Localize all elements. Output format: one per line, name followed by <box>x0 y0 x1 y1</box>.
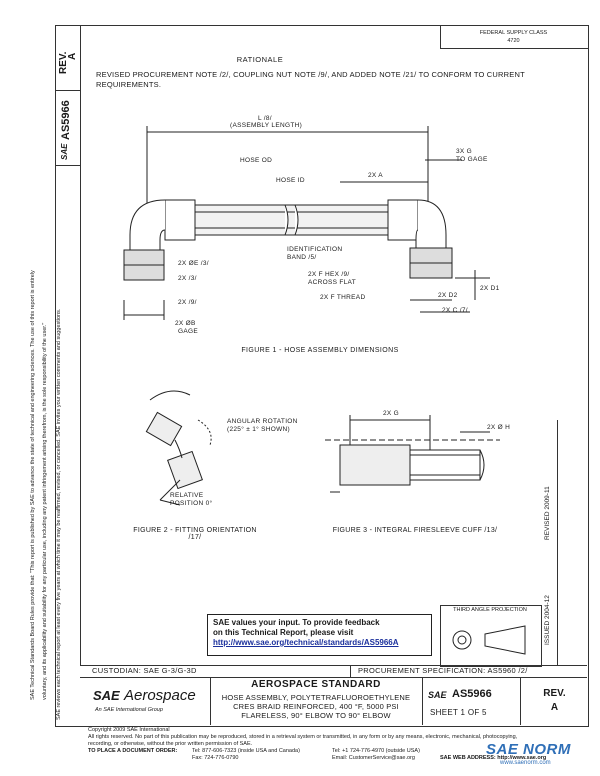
figure3-caption: FIGURE 3 - INTEGRAL FIRESLEEVE CUFF /13/ <box>332 527 498 534</box>
title-block-top-rule <box>80 665 587 666</box>
footer-email[interactable]: Email: CustomerService@sae.org <box>332 755 415 761</box>
sheet-number: SHEET 1 OF 5 <box>430 708 487 717</box>
rev-label: REV. <box>543 688 566 699</box>
figure2-caption: FIGURE 2 - FITTING ORIENTATION /17/ <box>133 527 257 541</box>
fig1-label-l: L /8/ <box>258 115 272 122</box>
right-column-divider <box>557 420 558 665</box>
footer-rights: All rights reserved. No part of this pub… <box>88 734 518 740</box>
watermark-brand: SAE NORM <box>486 741 571 758</box>
fig2-position: POSITION 0° <box>170 500 213 507</box>
fig1-label-2x-d1: 2X D1 <box>480 285 500 292</box>
footer-tel1: Tel: 877-606-7323 (inside USA and Canada… <box>192 748 300 754</box>
rationale-text: REVISED PROCUREMENT NOTE /2/, COUPLING N… <box>96 70 525 89</box>
left-column-divider <box>80 25 81 665</box>
title-block-divider-1 <box>210 677 211 725</box>
fig1-label-to-gage: TO GAGE <box>456 156 488 163</box>
feedback-line-1: SAE values your input. To provide feedba… <box>213 618 380 627</box>
brand-aerospace: Aerospace <box>124 687 196 704</box>
feedback-link[interactable]: http://www.sae.org/technical/standards/A… <box>213 638 399 647</box>
third-angle-label: THIRD ANGLE PROJECTION <box>453 607 527 613</box>
rationale-heading: RATIONALE <box>236 55 284 64</box>
title-block-mid-rule <box>80 677 587 678</box>
fig3-label-2x-g: 2X G <box>383 410 400 417</box>
footer-copyright: Copyright 2009 SAE International <box>88 727 170 733</box>
footer-web[interactable]: SAE WEB ADDRESS: http://www.sae.org <box>440 755 547 761</box>
fig1-label-gage: GAGE <box>178 328 198 335</box>
fig2-relative: RELATIVE <box>170 492 204 499</box>
feedback-line-2: on this Technical Report, please visit <box>213 628 354 637</box>
custodian: CUSTODIAN: SAE G-3/G-3D <box>92 666 197 675</box>
feedback-box: SAE values your input. To provide feedba… <box>207 614 432 656</box>
brand-subtitle: An SAE International Group <box>95 707 163 713</box>
footer-rights-2: recording, or otherwise, without the pri… <box>88 741 253 747</box>
title-line-2: CRES BRAID REINFORCED, 400 °F, 5000 PSI <box>233 702 399 711</box>
fig1-label-hose-od: HOSE OD <box>240 157 273 164</box>
fig2-angular-value: (225° ± 1° SHOWN) <box>227 426 290 433</box>
fig1-label-2x-3: 2X /3/ <box>178 275 197 282</box>
footer-fax: Fax: 724-776-0790 <box>192 755 239 761</box>
doc-number: AS5966 <box>452 688 492 700</box>
rev-value: A <box>550 702 559 713</box>
fig1-label-2x-a: 2X A <box>368 172 383 179</box>
supply-class-label: FEDERAL SUPPLY CLASS <box>479 30 548 36</box>
fig2-angular-rotation: ANGULAR ROTATION <box>227 418 298 425</box>
title-line-1: HOSE ASSEMBLY, POLYTETRAFLUOROETHYLENE <box>221 693 411 702</box>
fig1-label-across-flat: ACROSS FLAT <box>308 279 356 286</box>
fig1-label-3x-g: 3X G <box>456 148 473 155</box>
fig1-label-hose-id: HOSE ID <box>276 177 305 184</box>
rev-box-divider <box>55 90 80 91</box>
fig1-label-identification: IDENTIFICATION <box>287 246 343 253</box>
title-block-divider-3 <box>520 677 521 725</box>
supply-class-value: 4720 <box>507 38 520 44</box>
fig1-label-2x-b: 2X ØB <box>175 320 196 327</box>
fig1-label-2x-9: 2X /9/ <box>178 299 197 306</box>
title-block-divider-2 <box>422 677 423 725</box>
standard-heading: AEROSPACE STANDARD <box>251 679 381 690</box>
supply-class-box <box>440 25 589 49</box>
fig1-label-2x-c: 2X C /7/ <box>442 307 468 314</box>
procurement-spec: PROCUREMENT SPECIFICATION: AS5960 /2/ <box>358 666 528 675</box>
fig1-label-band: BAND /5/ <box>287 254 317 261</box>
brand-sae: SAE <box>93 688 120 703</box>
sae-logo-small: SAE <box>428 690 447 700</box>
watermark-url: www.saenorm.com <box>500 760 551 766</box>
doc-box-divider <box>55 165 80 166</box>
title-line-3: FLARELESS, 90° ELBOW TO 90° ELBOW <box>241 711 391 720</box>
fig1-label-2x-f-hex: 2X F HEX /9/ <box>308 271 350 278</box>
fig1-label-2x-e: 2X ØE /3/ <box>178 260 209 267</box>
fig1-label-2x-d2: 2X D2 <box>438 292 458 299</box>
fig1-label-2x-f-thread: 2X F THREAD <box>320 294 366 301</box>
fig3-label-2x-h: 2X Ø H <box>487 424 511 431</box>
custodian-divider <box>350 665 351 677</box>
fig1-label-assembly-length: (ASSEMBLY LENGTH) <box>230 122 303 129</box>
footer-tel2: Tel: +1 724-776-4970 (outside USA) <box>332 748 420 754</box>
drawing-frame <box>55 25 589 727</box>
figure1-caption: FIGURE 1 - HOSE ASSEMBLY DIMENSIONS <box>241 347 399 354</box>
title-text: HOSE ASSEMBLY, POLYTETRAFLUOROETHYLENE C… <box>210 693 422 720</box>
footer-order: TO PLACE A DOCUMENT ORDER: <box>88 748 178 754</box>
third-angle-box <box>440 605 542 667</box>
